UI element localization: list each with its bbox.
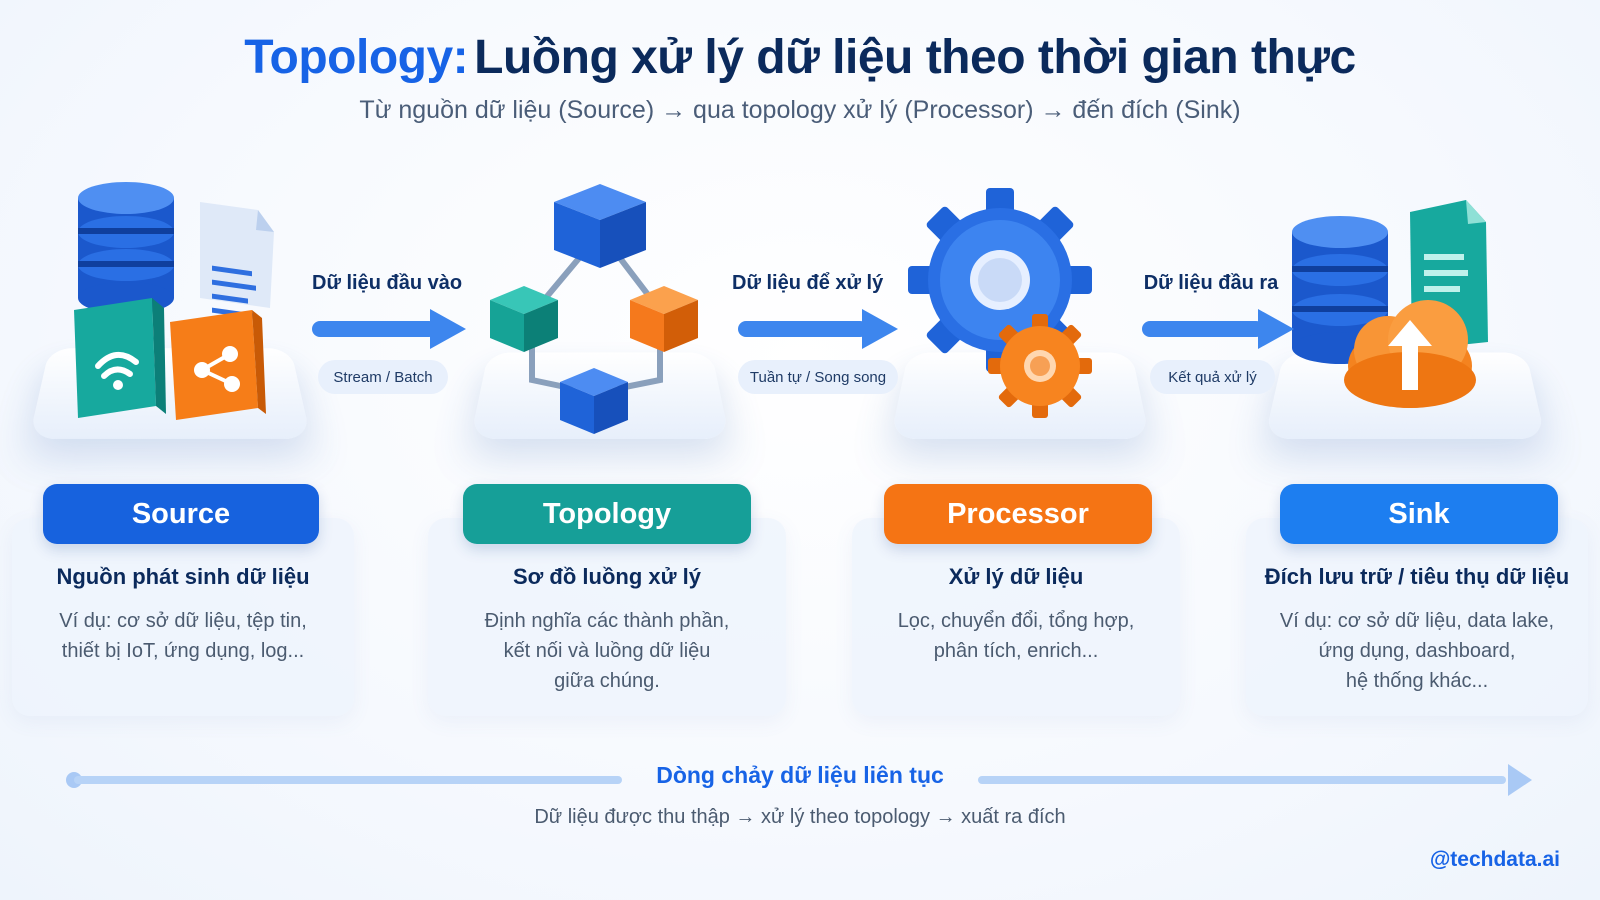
- connector-1-pill: Stream / Batch: [318, 360, 448, 394]
- sink-heading: Đích lưu trữ / tiêu thụ dữ liệu: [1264, 564, 1570, 589]
- connector-3-label: Dữ liệu đầu ra: [1143, 272, 1279, 294]
- processor-heading: Xử lý dữ liệu: [948, 564, 1084, 589]
- cloud-upload-icon: [1344, 300, 1476, 408]
- connector-3-pill: Kết quả xử lý: [1150, 360, 1275, 394]
- title-main: Luồng xử lý dữ liệu theo thời gian thực: [474, 31, 1356, 84]
- flow-line-left: [74, 776, 622, 784]
- page-subtitle: Từ nguồn dữ liệu (Source) → qua topology…: [359, 96, 1241, 124]
- small-gear-icon: [988, 314, 1092, 418]
- topology-badge: Topology: [463, 484, 751, 544]
- topology-description: Định nghĩa các thành phần, kết nối và lu…: [484, 610, 730, 692]
- connector-1-label: Dữ liệu đầu vào: [312, 272, 463, 294]
- connector-2-arrow: [738, 309, 898, 349]
- topology-heading: Sơ đồ luồng xử lý: [512, 564, 702, 589]
- source-heading: Nguồn phát sinh dữ liệu: [56, 564, 310, 589]
- connector-3-arrow: [1142, 309, 1294, 349]
- flow-title: Dòng chảy dữ liệu liên tục: [656, 762, 944, 788]
- sink-badge: Sink: [1280, 484, 1558, 544]
- topology-illustration: [460, 170, 740, 470]
- source-description: Ví dụ: cơ sở dữ liệu, tệp tin, thiết bị …: [59, 610, 307, 662]
- processor-card: [852, 518, 1180, 716]
- topology-card: [428, 518, 786, 716]
- sink-description: Ví dụ: cơ sở dữ liệu, data lake, ứng dụn…: [1279, 610, 1555, 692]
- title-accent: Topology:: [244, 31, 469, 84]
- connector-1-arrow: [312, 309, 466, 349]
- top-node-cube-icon: [554, 184, 646, 268]
- teal-node-cube-icon: [490, 286, 558, 352]
- processor-description: Lọc, chuyển đổi, tổng hợp, phân tích, en…: [897, 610, 1135, 662]
- iot-wifi-icon: [74, 298, 166, 418]
- share-app-icon: [170, 310, 266, 420]
- flow-arrow-head-icon: [1508, 764, 1532, 796]
- bottom-node-cube-icon: [560, 368, 628, 434]
- processor-badge: Processor: [884, 484, 1152, 544]
- orange-node-cube-icon: [630, 286, 698, 352]
- flow-line-right: [978, 776, 1506, 784]
- connector-2-label: Dữ liệu để xử lý: [732, 272, 884, 294]
- source-illustration: [28, 170, 312, 470]
- connector-2-pill: Tuần tự / Song song: [738, 360, 898, 394]
- sink-card: [1246, 518, 1588, 716]
- flow-subtitle: Dữ liệu được thu thập → xử lý theo topol…: [534, 806, 1066, 828]
- database-icon: [78, 182, 174, 314]
- document-icon: [200, 202, 274, 319]
- page-title: Topology:Luồng xử lý dữ liệu theo thời g…: [0, 30, 1600, 85]
- source-badge: Source: [43, 484, 319, 544]
- processor-illustration: [880, 170, 1160, 470]
- sink-illustration: [1260, 170, 1550, 470]
- source-card: [12, 518, 354, 716]
- author-handle[interactable]: @techdata.ai: [1429, 848, 1560, 871]
